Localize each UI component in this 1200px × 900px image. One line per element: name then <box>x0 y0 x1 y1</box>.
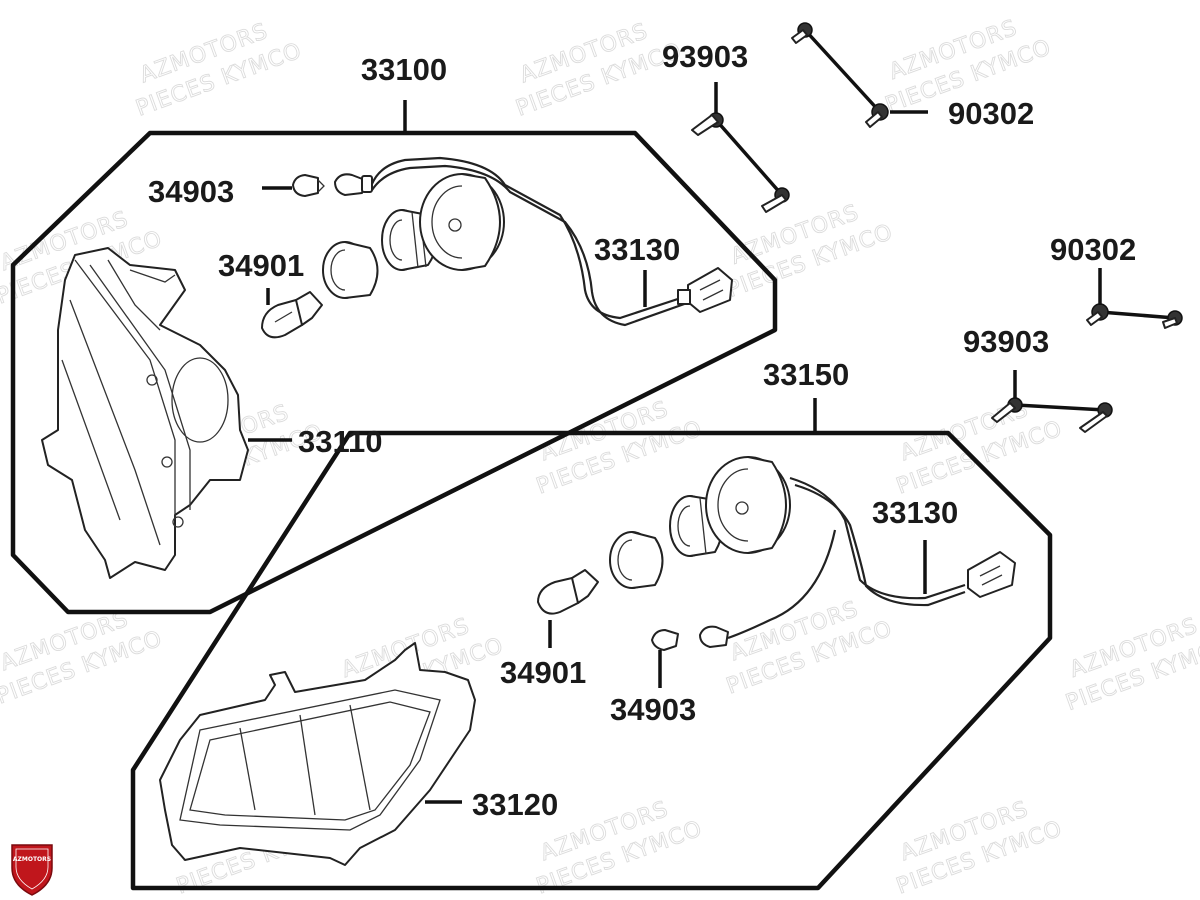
wire-harness-33130-top-b <box>371 164 691 327</box>
bulb-34901-bottom <box>537 569 599 615</box>
label-90302-right: 90302 <box>1050 232 1136 267</box>
label-34901-bottom: 34901 <box>500 655 586 690</box>
screw-93903-top <box>691 112 790 213</box>
bulb-34903-top <box>292 174 325 197</box>
ring-adapter-bottom <box>609 531 664 589</box>
label-33150: 33150 <box>763 357 849 392</box>
part-labels: 33100 34903 34901 33130 33110 93903 9030… <box>148 39 1136 822</box>
bulb-34901-top <box>261 291 323 339</box>
bolt-90302-right <box>1086 303 1183 329</box>
bulb-34903-bottom <box>651 629 679 651</box>
label-34901-top: 34901 <box>218 248 304 283</box>
connector-33130-bottom <box>967 551 1016 598</box>
label-93903-top: 93903 <box>662 39 748 74</box>
wire-harness-33130-bottom <box>789 476 966 600</box>
group-frame-33150 <box>130 430 1053 891</box>
bolt-90302-top <box>791 22 889 128</box>
label-90302-top: 90302 <box>948 96 1034 131</box>
wire-harness-33130-top <box>370 156 691 320</box>
screw-93903-right <box>991 397 1113 433</box>
headlight-housing-33110 <box>41 247 249 579</box>
wire-branch-bottom <box>727 529 837 640</box>
logo-text: AZMOTORS <box>13 856 51 863</box>
label-34903-top: 34903 <box>148 174 234 209</box>
group-frame-33100 <box>10 130 778 615</box>
socket-top <box>334 173 373 196</box>
label-34903-bottom: 34903 <box>610 692 696 727</box>
label-33110: 33110 <box>298 424 383 459</box>
rubber-cover-bottom <box>705 456 791 554</box>
label-93903-right: 93903 <box>963 324 1049 359</box>
label-33130-top: 33130 <box>594 232 680 267</box>
socket-bottom <box>699 625 729 648</box>
headlight-lens-33120 <box>159 642 476 866</box>
label-33120: 33120 <box>472 787 558 822</box>
label-33130-bottom: 33130 <box>872 495 958 530</box>
rubber-cover-top <box>419 173 505 271</box>
azmotors-logo: AZMOTORS <box>11 844 53 896</box>
connector-33130-top <box>677 267 733 313</box>
ring-adapter-top <box>322 241 379 299</box>
label-33100: 33100 <box>361 52 447 87</box>
wire-harness-33130-bottom-b <box>794 483 966 607</box>
leader-lines <box>248 82 1102 804</box>
